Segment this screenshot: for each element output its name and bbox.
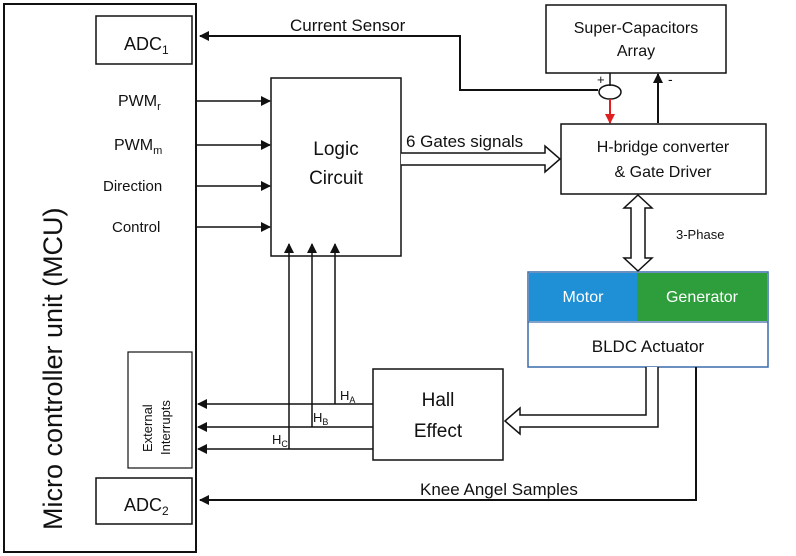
adc2-label: ADC bbox=[124, 495, 162, 515]
hall-c-label: H bbox=[272, 432, 281, 447]
svg-text:ADC2: ADC2 bbox=[124, 495, 169, 518]
current-sensor-label: Current Sensor bbox=[290, 16, 406, 35]
adc2-block: ADC2 bbox=[95, 477, 193, 525]
supercap-block: Super-Capacitors Array + - bbox=[545, 4, 727, 87]
hall-label-line1: Hall bbox=[422, 390, 455, 411]
mcu-block: Micro controller unit (MCU) ADC1 PWMr PW… bbox=[3, 3, 197, 553]
adc1-block: ADC1 bbox=[95, 15, 193, 65]
mcu-title: Micro controller unit (MCU) bbox=[38, 207, 68, 530]
svg-text:PWMr: PWMr bbox=[118, 93, 161, 113]
adc1-label: ADC bbox=[124, 34, 162, 54]
svg-text:HB: HB bbox=[313, 410, 328, 427]
bldc-to-hall-arrow bbox=[503, 367, 659, 436]
logic-label-line1: Logic bbox=[313, 139, 358, 160]
pwm-r-label: PWM bbox=[118, 93, 157, 110]
hall-signal-lines bbox=[197, 243, 373, 454]
supercap-plus-label: + bbox=[597, 72, 605, 87]
adc2-subscript: 2 bbox=[162, 504, 169, 518]
generator-segment bbox=[637, 273, 767, 321]
gates-signal-label: 6 Gates signals bbox=[406, 132, 523, 151]
motor-segment bbox=[529, 273, 637, 321]
hbridge-label-line1: H-bridge converter bbox=[597, 139, 730, 156]
hall-effect-block: Hall Effect bbox=[372, 368, 504, 461]
supercap-minus-label: - bbox=[668, 71, 673, 87]
three-phase-arrow: 3-Phase bbox=[622, 193, 724, 273]
supercap-label-line2: Array bbox=[617, 43, 655, 60]
bldc-actuator-label: BLDC Actuator bbox=[592, 337, 705, 356]
external-interrupts-block: External Interrupts bbox=[127, 351, 193, 469]
svg-text:HA: HA bbox=[340, 388, 355, 405]
motor-label: Motor bbox=[563, 289, 605, 306]
hbridge-block: H-bridge converter & Gate Driver bbox=[560, 123, 767, 195]
direction-label: Direction bbox=[103, 178, 162, 195]
hall-a-subscript: A bbox=[349, 395, 355, 405]
hall-b-label: H bbox=[313, 410, 322, 425]
pwm-m-label: PWM bbox=[114, 137, 153, 154]
pwm-r-subscript: r bbox=[157, 101, 161, 113]
svg-text:HC: HC bbox=[272, 432, 288, 449]
bldc-actuator-block: Motor Generator BLDC Actuator bbox=[527, 271, 769, 368]
interrupts-label-line2: Interrupts bbox=[158, 400, 173, 455]
hbridge-label-line2: & Gate Driver bbox=[615, 164, 713, 181]
svg-text:PWMm: PWMm bbox=[114, 137, 162, 157]
logic-label-line2: Circuit bbox=[309, 168, 364, 189]
gates-signal-arrow: 6 Gates signals bbox=[401, 132, 562, 174]
logic-circuit-block: Logic Circuit bbox=[270, 77, 402, 257]
three-phase-label: 3-Phase bbox=[676, 227, 724, 242]
hall-b-subscript: B bbox=[322, 417, 328, 427]
knee-angle-label: Knee Angel Samples bbox=[420, 480, 578, 499]
adc1-subscript: 1 bbox=[162, 43, 169, 57]
pwm-signal-arrows bbox=[196, 96, 271, 232]
control-label: Control bbox=[112, 219, 160, 236]
current-sensor-ring bbox=[598, 73, 622, 124]
current-sensor-line bbox=[199, 31, 598, 91]
hall-a-label: H bbox=[340, 388, 349, 403]
supercap-label-line1: Super-Capacitors bbox=[574, 20, 699, 37]
knee-angle-line bbox=[199, 367, 697, 505]
hall-label-line2: Effect bbox=[414, 421, 463, 442]
pwm-m-subscript: m bbox=[153, 145, 162, 157]
interrupts-label-line1: External bbox=[140, 404, 155, 452]
svg-text:ADC1: ADC1 bbox=[124, 34, 169, 57]
hall-c-subscript: C bbox=[281, 439, 288, 449]
generator-label: Generator bbox=[666, 289, 739, 306]
